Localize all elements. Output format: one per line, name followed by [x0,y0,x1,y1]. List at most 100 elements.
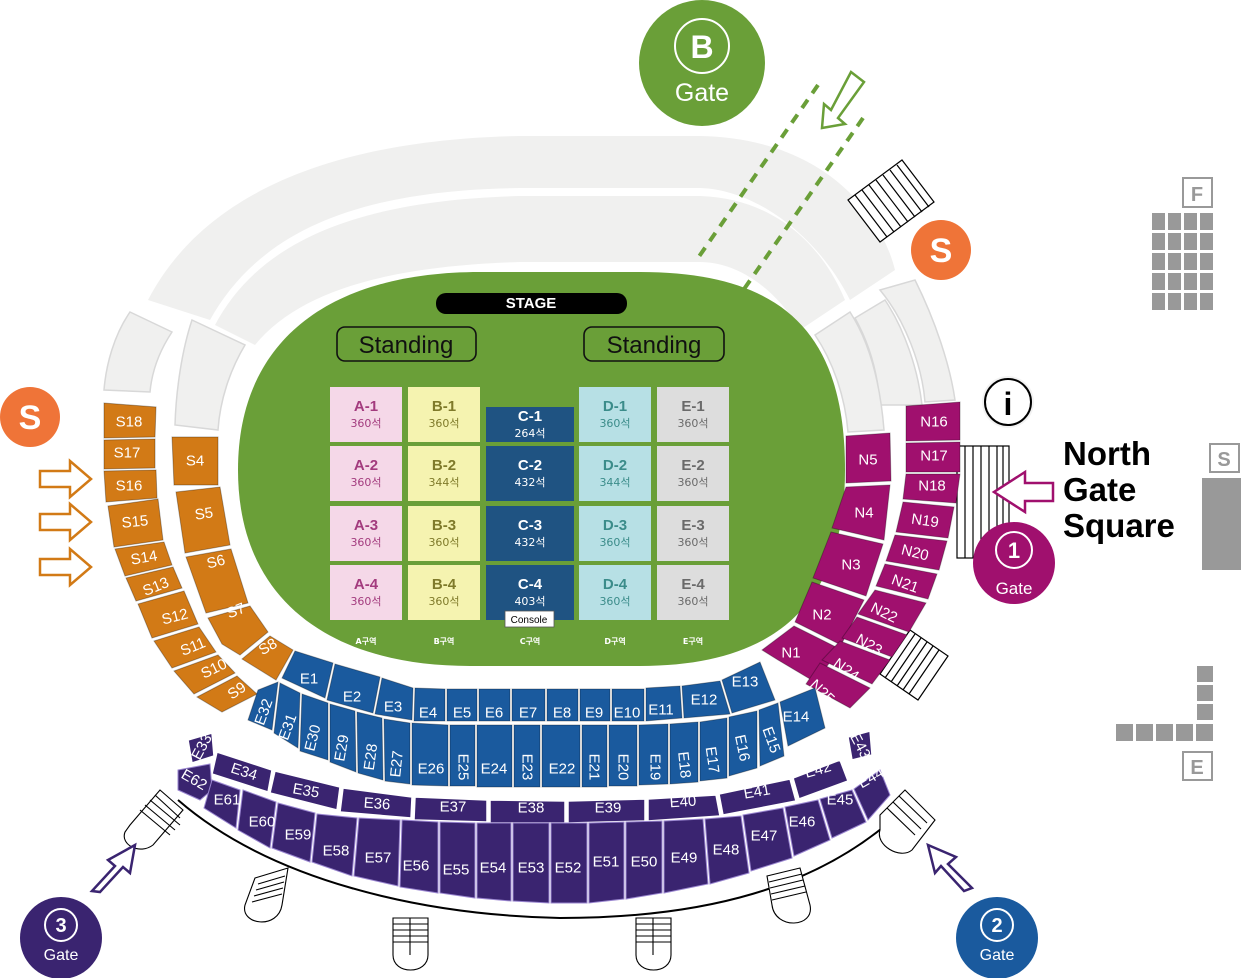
section-e34[interactable]: E34 [211,751,273,793]
section-n18[interactable]: N18 [902,473,961,504]
section-e14[interactable]: E14 [779,687,826,747]
standing-left[interactable]: Standing [336,326,477,362]
section-e27[interactable]: E27 [383,718,411,785]
section-s12[interactable]: S12 [137,590,199,639]
section-s17[interactable]: S17 [103,438,156,470]
section-e62[interactable]: E62 [177,763,213,801]
section-e59[interactable]: E59 [271,802,316,863]
section-e55[interactable]: E55 [439,821,476,899]
section-e57[interactable]: E57 [353,817,401,887]
section-e16[interactable]: E16 [728,710,758,777]
stage[interactable]: STAGE [436,293,627,314]
section-s4[interactable]: S4 [171,436,219,486]
section-e58[interactable]: E58 [311,813,358,877]
section-e6[interactable]: E6 [478,688,511,722]
section-e32[interactable]: E32 [247,681,279,731]
section-e5[interactable]: E5 [446,688,478,722]
section-e53[interactable]: E53 [512,822,550,904]
gate-3-badge[interactable]: 3 Gate [20,897,102,978]
section-s7[interactable]: S7 [207,600,269,656]
section-n22[interactable]: N22 [857,589,927,633]
section-e41[interactable]: E41 [718,778,797,816]
section-e49[interactable]: E49 [663,818,709,894]
section-e61[interactable]: E61 [203,779,241,829]
section-e46[interactable]: E46 [784,799,831,857]
section-s6[interactable]: S6 [185,548,249,614]
section-e47[interactable]: E47 [742,807,793,872]
section-e50[interactable]: E50 [625,820,663,900]
section-e56[interactable]: E56 [399,819,439,894]
section-e31[interactable]: E31 [273,682,301,749]
section-e38[interactable]: E38 [489,799,566,824]
section-e30[interactable]: E30 [299,693,329,761]
section-e26[interactable]: E26 [411,722,449,787]
section-s8[interactable]: S8 [241,635,294,681]
section-e18[interactable]: E18 [669,721,699,785]
section-n4[interactable]: N4 [831,484,891,541]
section-e42[interactable]: E42 [792,758,849,800]
section-e8[interactable]: E8 [546,688,579,722]
section-e37[interactable]: E37 [413,796,488,823]
section-e11[interactable]: E11 [645,685,683,722]
section-e44[interactable]: E44 [853,764,891,821]
section-e2[interactable]: E2 [326,663,381,714]
section-e1[interactable]: E1 [281,650,334,699]
gate-1-badge[interactable]: 1 Gate [973,522,1055,604]
section-e45[interactable]: E45 [819,789,867,839]
section-e43[interactable]: E43 [846,730,874,762]
section-e20[interactable]: E20 [608,724,638,787]
section-e36[interactable]: E36 [339,787,413,819]
section-e52[interactable]: E52 [550,822,588,904]
section-s18[interactable]: S18 [103,402,157,439]
section-e17[interactable]: E17 [699,717,728,782]
section-e48[interactable]: E48 [704,815,750,885]
standing-right[interactable]: Standing [583,326,725,362]
section-e9[interactable]: E9 [579,688,611,722]
section-e39[interactable]: E39 [567,798,646,824]
section-e35[interactable]: E35 [269,770,341,811]
section-n16[interactable]: N16 [905,401,961,442]
section-n17[interactable]: N17 [905,441,961,473]
section-e15[interactable]: E15 [758,702,785,767]
section-e12[interactable]: E12 [681,680,731,719]
section-e10[interactable]: E10 [611,688,645,722]
section-s5[interactable]: S5 [175,486,231,554]
section-e60[interactable]: E60 [237,789,277,849]
section-n21[interactable]: N21 [875,563,938,600]
section-e24[interactable]: E24 [476,724,513,788]
section-e25[interactable]: E25 [449,724,476,787]
section-e29[interactable]: E29 [329,703,357,773]
gate-2-badge[interactable]: 2 Gate [956,897,1038,978]
section-s15[interactable]: S15 [107,498,164,548]
section-e23[interactable]: E23 [513,724,541,788]
section-s11[interactable]: S11 [153,626,217,669]
section-e22[interactable]: E22 [541,724,581,788]
section-s16[interactable]: S16 [103,469,158,503]
info-icon[interactable]: i [982,376,1034,428]
section-e28[interactable]: E28 [356,711,384,781]
section-e40[interactable]: E40 [647,793,721,822]
section-n19[interactable]: N19 [895,501,955,539]
section-e3[interactable]: E3 [374,677,414,721]
section-s14[interactable]: S14 [114,541,173,577]
section-n5[interactable]: N5 [845,432,892,484]
section-e19[interactable]: E19 [638,723,669,786]
gate-b-badge[interactable]: B Gate [639,0,765,126]
